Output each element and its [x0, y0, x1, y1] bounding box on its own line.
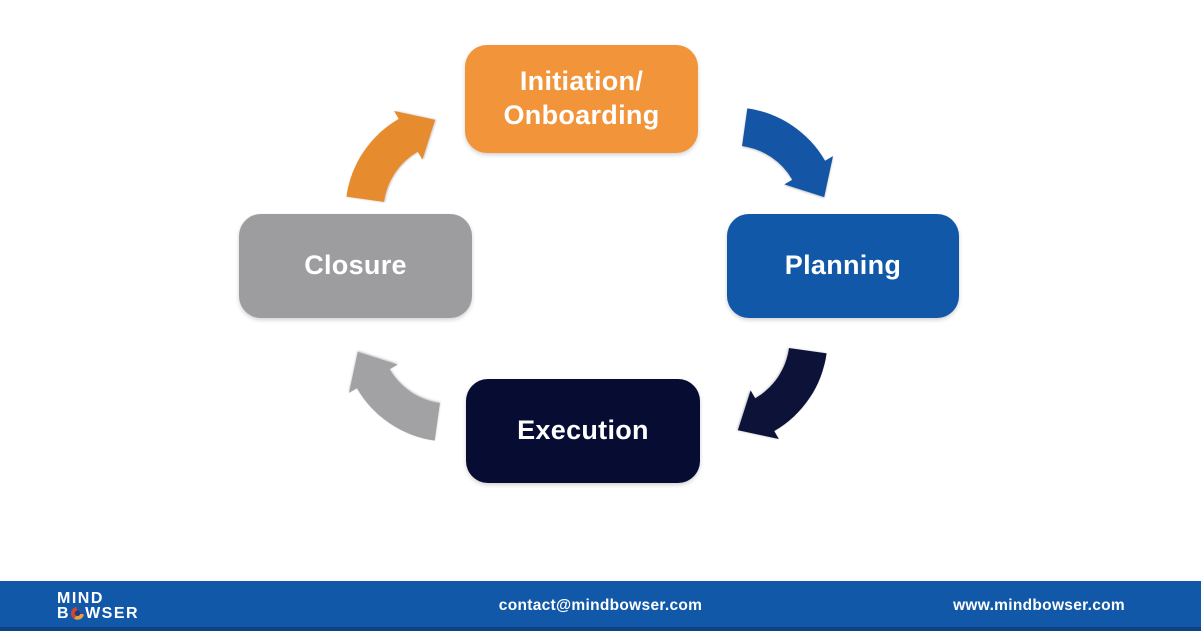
logo-text-wser: WSER — [85, 605, 140, 622]
arrow-shape — [348, 351, 440, 441]
arrow-shape — [346, 110, 436, 202]
logo-text-b: B — [57, 605, 71, 622]
curved-arrow-icon-closure-to-initiation — [343, 108, 458, 223]
contact-email-link[interactable]: contact@mindbowser.com — [498, 597, 703, 614]
curved-arrow-icon-initiation-to-planning — [721, 105, 836, 220]
footer-bar: MIND B WSER contact@mindbowser.com www.mi… — [0, 581, 1201, 631]
curved-arrow-icon-execution-to-closure — [346, 329, 461, 444]
arrow-shape — [737, 348, 827, 440]
logo-swirl-o-icon — [71, 607, 85, 621]
node-closure: Closure — [239, 214, 472, 318]
node-execution: Execution — [466, 379, 700, 483]
logo-line-2: B WSER — [57, 605, 140, 622]
logo-line-1: MIND — [57, 589, 139, 607]
footer-bottom-strip — [0, 627, 1201, 631]
website-link[interactable]: www.mindbowser.com — [953, 597, 1125, 614]
node-initiation-onboarding: Initiation/ Onboarding — [465, 45, 698, 153]
logo-text-mind: MIND — [57, 589, 104, 607]
arrow-shape — [742, 108, 834, 198]
curved-arrow-icon-planning-to-execution — [715, 327, 830, 442]
mindbowser-logo: MIND B WSER — [57, 589, 140, 622]
node-planning: Planning — [727, 214, 959, 318]
